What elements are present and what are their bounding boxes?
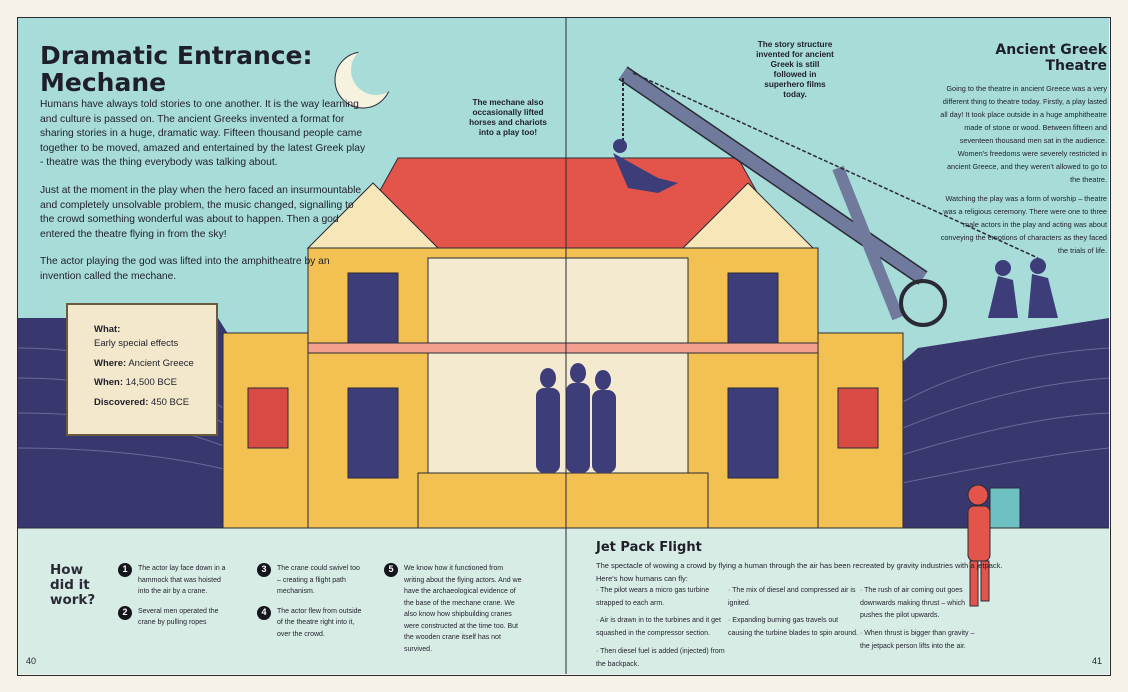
jetpack-pilot <box>967 484 1021 607</box>
intro-paragraph: Just at the moment in the play when the … <box>40 184 362 240</box>
callout-mechane: The mechane also occasionally lifted hor… <box>469 98 547 137</box>
step-number: 3 <box>257 563 271 577</box>
actor-silhouettes <box>536 363 616 473</box>
jetpack-col: · The pilot wears a micro gas turbine st… <box>596 587 725 668</box>
page-number-right: 41 <box>1092 656 1103 666</box>
intro-paragraph: Humans have always told stories to one a… <box>40 99 366 169</box>
theatre-building <box>222 157 904 529</box>
section-lead: The spectacle of wowing a crowd by flyin… <box>596 561 1003 583</box>
moon-icon <box>334 45 401 109</box>
page-number-left: 40 <box>26 656 37 666</box>
step-text: Several men operated the crane by pullin… <box>138 607 219 627</box>
steps-col-2: 3 The crane could swivel too – creating a… <box>257 563 362 640</box>
step-number: 5 <box>384 563 398 577</box>
steps-col-1: 1 The actor lay face down in a hammock th… <box>118 563 233 629</box>
illustration-spread <box>17 17 1111 676</box>
section-paragraph: Going to the theatre in ancient Greece w… <box>940 84 1107 184</box>
info-box: What:Early special effects Where: Ancien… <box>66 303 218 436</box>
step-text: The actor flew from outside of the theat… <box>277 607 362 638</box>
step-number: 1 <box>118 563 132 577</box>
jetpack-col: · The mix of diesel and compressed air i… <box>728 587 858 638</box>
rope-pullers-silhouette <box>988 258 1058 318</box>
ancient-greek-theatre-section: Ancient Greek Theatre Going to the theat… <box>935 42 1117 263</box>
theatre-illustration <box>17 18 1110 674</box>
intro-paragraph: The actor playing the god was lifted int… <box>40 256 330 282</box>
flying-actor-silhouette <box>613 139 678 193</box>
steps-col-3: 5 We know how it functioned from writing … <box>384 563 524 655</box>
step-text: We know how it functioned from writing a… <box>404 565 522 653</box>
step-number: 2 <box>118 605 132 620</box>
jetpack-section: Jet Pack Flight The spectacle of wowing … <box>596 540 1016 670</box>
step-text: The crane could swivel too – creating a … <box>277 565 360 595</box>
step-number: 4 <box>257 605 271 620</box>
jetpack-col: · The rush of air coming out goes downwa… <box>860 587 975 650</box>
page-title: Dramatic Entrance:Mechane <box>40 41 313 97</box>
mechane-crane <box>618 66 1039 327</box>
step-text: The actor lay face down in a hammock tha… <box>138 565 226 595</box>
how-title: How did it work? <box>50 562 96 608</box>
section-title: Jet Pack Flight <box>596 540 702 555</box>
callout-story: The story structure invented for ancient… <box>756 40 834 99</box>
section-paragraph: Watching the play was a form of worship … <box>940 194 1107 255</box>
intro-text: Humans have always told stories to one a… <box>40 98 370 298</box>
section-title: Ancient Greek Theatre <box>995 42 1107 74</box>
